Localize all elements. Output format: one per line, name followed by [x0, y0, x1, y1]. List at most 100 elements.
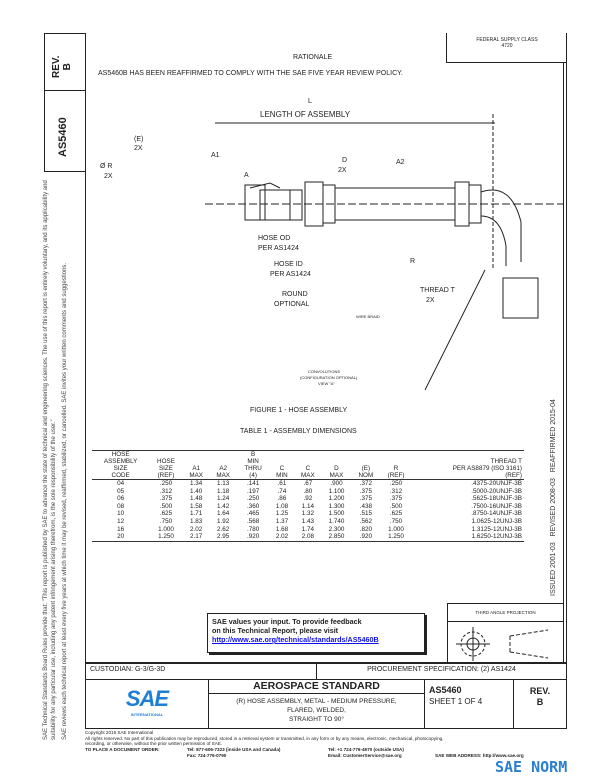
- copyright: Copyright 2015 SAE International: [85, 730, 154, 735]
- header-line: CODE: [111, 472, 130, 479]
- side-doc-number: AS5460: [57, 117, 69, 157]
- fsc-value: 4720: [501, 43, 513, 49]
- header-line: [212, 458, 235, 465]
- table-cell: 1.58: [190, 502, 203, 510]
- table-cell: .86: [277, 495, 287, 503]
- table-cell: 1.37: [275, 517, 289, 525]
- table-cell: 1.68: [275, 525, 289, 533]
- right-rule: [563, 63, 564, 663]
- nut-right: [502, 277, 539, 319]
- table-cell: 1.3125-12UNJ-3B: [471, 525, 522, 533]
- table-cell: 12: [117, 517, 125, 525]
- custodian-cell: CUSTODIAN: G-3/G-3D: [85, 662, 317, 680]
- table-cell: 1.000: [158, 525, 174, 533]
- header-line: [323, 451, 349, 458]
- table-cell: .360: [246, 502, 260, 510]
- table-cell: .250: [159, 480, 173, 487]
- flare-left: [249, 182, 281, 189]
- issued-date: ISSUED 2001-03: [550, 542, 557, 596]
- reaffirmed-date: REAFFIRMED 2015-04: [550, 399, 557, 473]
- feedback-link[interactable]: http://www.sae.org/technical/standards/A…: [212, 635, 379, 644]
- header-line: [185, 458, 208, 465]
- header-line: C: [305, 465, 311, 472]
- tel-inside: Tel: 877-606-7323 (inside USA and Canada…: [187, 746, 281, 752]
- table-cell: .438: [359, 502, 372, 510]
- table-cell: 1.64: [217, 510, 230, 518]
- figure-labels: L LENGTH OF ASSEMBLY (E) 2X A1 A Ø R 2X …: [96, 98, 574, 400]
- header-line: [185, 451, 208, 458]
- email[interactable]: Email: CustomerService@sae.org: [328, 752, 402, 758]
- table-cell: 1.000: [388, 525, 404, 533]
- tel-outside: Tel: +1 724-776-4970 (outside USA): [328, 746, 404, 752]
- table-cell: .820: [359, 525, 372, 533]
- side-rev-group: REV. B: [51, 56, 73, 78]
- table-cell: .465: [246, 510, 260, 518]
- order-label: TO PLACE A DOCUMENT ORDER:: [85, 746, 160, 752]
- table-cell: .500: [389, 502, 403, 510]
- footer: Copyright 2015 SAE International All rig…: [85, 730, 565, 759]
- table-cell: 08: [117, 502, 125, 510]
- feedback-line-2: on this Technical Report, please visit: [212, 626, 339, 635]
- side-rev: B: [62, 63, 73, 71]
- table-cell: 1.48: [190, 495, 203, 503]
- table-cell: 1.34: [190, 480, 203, 487]
- label-thread: THREAD T: [420, 287, 455, 294]
- feedback-line-1: SAE values your input. To provide feedba…: [212, 617, 362, 626]
- rev-label: REV.: [529, 686, 551, 696]
- table-cell: 1.83: [190, 517, 203, 525]
- projection-box: THIRD ANGLE PROJECTION: [447, 603, 564, 664]
- doc-heading: AEROSPACE STANDARD: [208, 679, 425, 694]
- table-cell: 1.14: [301, 502, 314, 510]
- table-cell: 1.0625-12UNJ-3B: [471, 517, 522, 525]
- label-wire-braid: WIRE BRAID: [356, 314, 380, 319]
- header-line: [382, 458, 410, 465]
- web-address[interactable]: SAE WEB ADDRESS: http://www.sae.org: [435, 752, 524, 758]
- revised-date: REVISED 2008-03: [550, 478, 557, 537]
- date-history: ISSUED 2001-03 REVISED 2008-03 REAFFIRME…: [550, 399, 557, 596]
- table-cell: 2.17: [190, 533, 203, 541]
- side-disclaimer: SAE Technical Standards Board Rules prov…: [42, 180, 69, 740]
- header-line: [414, 451, 522, 458]
- table-cell: .312: [389, 487, 403, 495]
- column-header: R(REF): [380, 450, 412, 480]
- rights-1: All rights reserved. No part of this pub…: [85, 735, 444, 741]
- table-cell: 1.13: [217, 480, 230, 487]
- table-cell: .141: [246, 480, 260, 487]
- header-line: [272, 458, 293, 465]
- table-cell: 1.32: [301, 510, 314, 518]
- header-line: A2: [219, 465, 228, 472]
- drawing-frame: [85, 33, 567, 664]
- label-convolutions: CONVOLUTIONS: [308, 369, 341, 374]
- fsc-box: FEDERAL SUPPLY CLASS 4720: [446, 33, 567, 63]
- label-a2: A2: [396, 159, 405, 166]
- header-line: [296, 458, 319, 465]
- title-line-1: (R) HOSE ASSEMBLY, METAL - MEDIUM PRESSU…: [236, 698, 397, 705]
- order-row: TO PLACE A DOCUMENT ORDER: Tel: 877-606-…: [85, 747, 565, 759]
- header-line: SIZE: [113, 465, 128, 472]
- disclaimer-1: SAE Technical Standards Board Rules prov…: [43, 180, 57, 740]
- side-rev-box: REV. B: [44, 33, 86, 91]
- side-rev-label: REV.: [51, 55, 62, 78]
- header-line: SIZE: [158, 465, 173, 472]
- header-line: [382, 451, 410, 458]
- header-line: MAX: [301, 472, 315, 479]
- table-cell: .197: [246, 487, 260, 495]
- table-cell: .5625-18UNJF-3B: [471, 495, 522, 503]
- table-cell: 2.02: [275, 533, 289, 541]
- doc-number-cell: AS5460 SHEET 1 OF 4: [424, 679, 514, 729]
- procurement-cell: PROCUREMENT SPECIFICATION: (2) AS1424: [316, 662, 567, 680]
- feedback-box: SAE values your input. To provide feedba…: [207, 613, 425, 653]
- header-line: HOSE: [111, 451, 130, 458]
- table-cell: .4375-20UNJF-3B: [471, 480, 522, 487]
- figure-caption: FIGURE 1 - HOSE ASSEMBLY: [250, 407, 348, 414]
- table-cell: 04: [117, 480, 125, 487]
